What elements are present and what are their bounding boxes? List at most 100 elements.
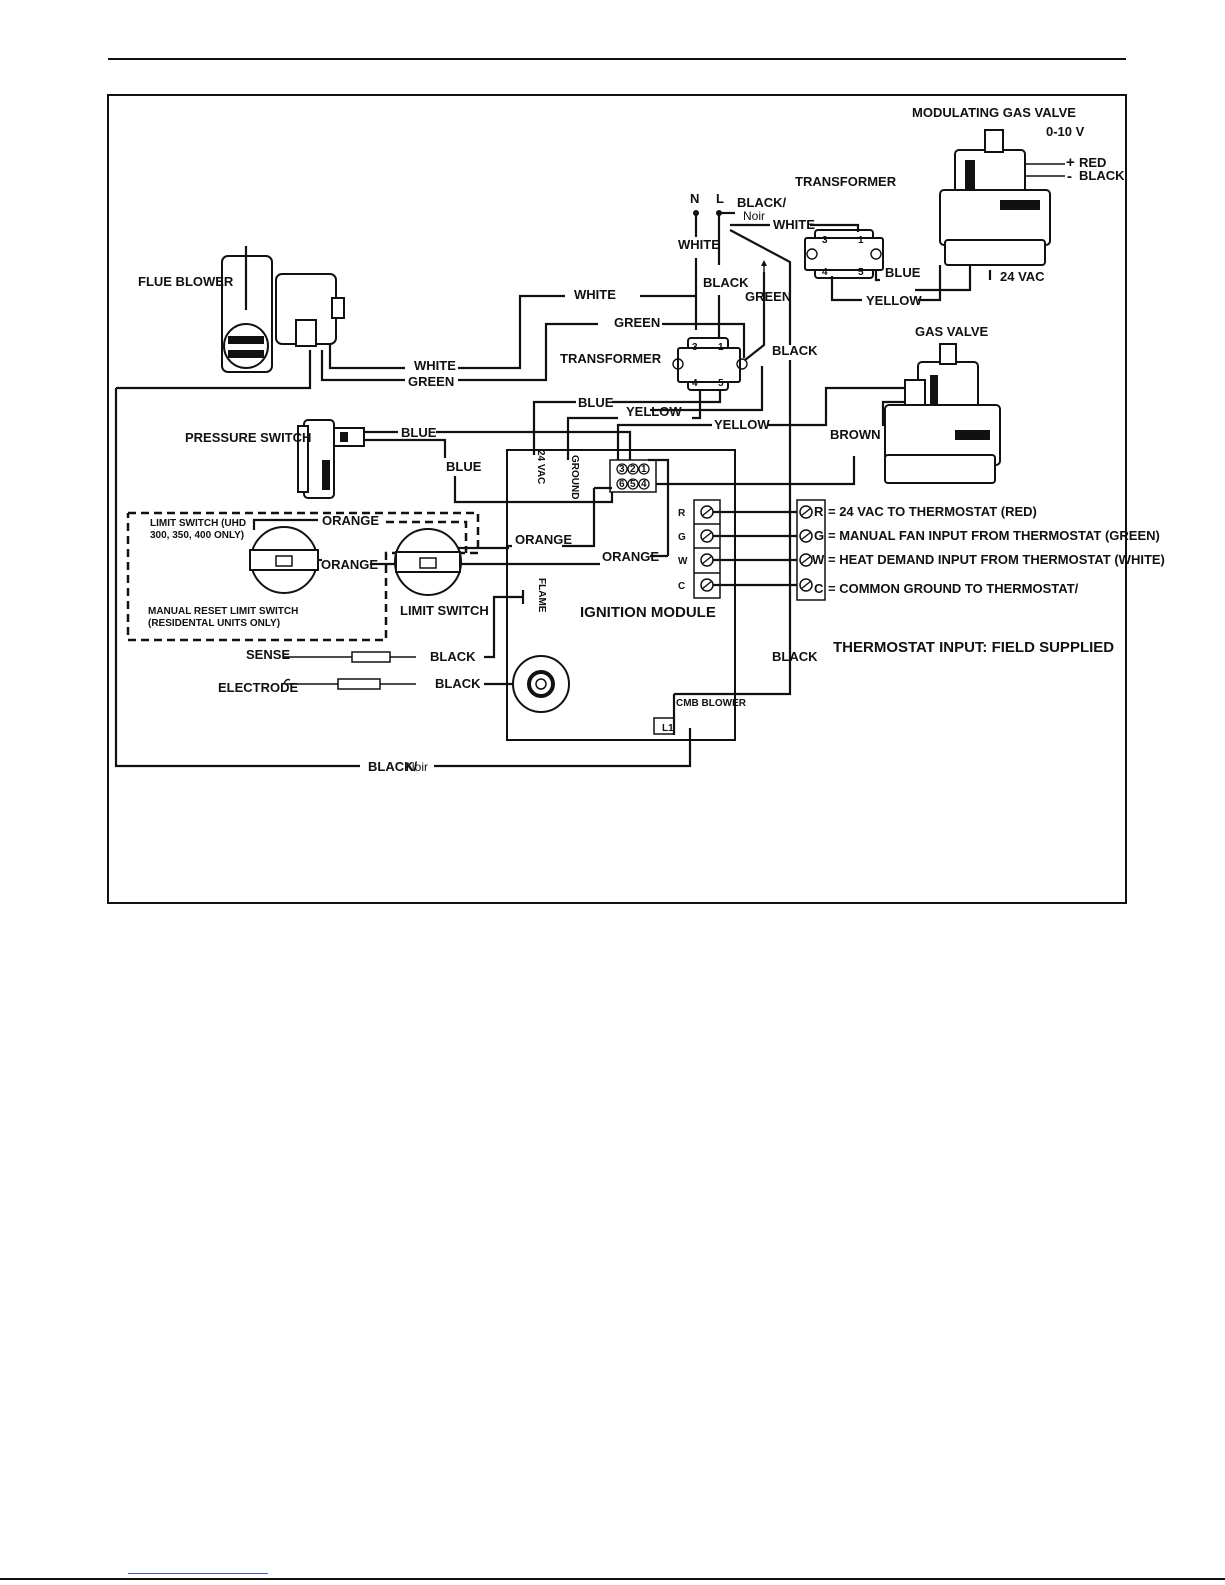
svg-text:W: W (678, 556, 688, 567)
svg-text:6: 6 (619, 479, 625, 490)
blue-ps1-label: BLUE (401, 425, 437, 440)
thermostat-g-desc: = MANUAL FAN INPUT FROM THERMOSTAT (GREE… (828, 528, 1160, 543)
green-blower-label: GREEN (408, 374, 454, 389)
limit-switch-uhd-label-1: LIMIT SWITCH (UHD (150, 518, 246, 529)
orange-3-label: ORANGE (515, 532, 572, 547)
svg-text:4: 4 (692, 378, 698, 389)
black-sense-label: BLACK (430, 649, 476, 664)
green-top-label: GREEN (745, 289, 791, 304)
electrode-label: ELECTRODE (218, 680, 299, 695)
black-wire-label: BLACK (1079, 168, 1125, 183)
ignition-module-box (506, 449, 736, 741)
flame-label: FLAME (536, 578, 547, 613)
flue-blower (221, 246, 345, 373)
module-terminal-strip: R G W C (678, 499, 800, 599)
minus-sign: - (1067, 168, 1072, 185)
blue-tx-label: BLUE (885, 265, 921, 280)
svg-text:G: G (678, 532, 686, 543)
vac-24-vertical-label: 24 VAC (535, 450, 546, 484)
orange-1-label: ORANGE (322, 513, 379, 528)
cmb-blower-label: CMB BLOWER (676, 698, 747, 709)
l1-label: L1 (662, 723, 674, 734)
sense-electrode-wiring (283, 590, 570, 713)
top-wiring (694, 211, 992, 680)
line-label: L (716, 191, 724, 206)
top-transformer: 3 1 4 5 (804, 229, 884, 279)
svg-text:1: 1 (858, 235, 864, 246)
pressure-switch-label: PRESSURE SWITCH (185, 430, 311, 445)
thermostat-c-letter: C (814, 581, 824, 596)
thermostat-g-letter: G (814, 528, 824, 543)
modulating-gas-valve (939, 129, 1065, 266)
svg-text:3: 3 (822, 235, 828, 246)
manual-reset-label-2: (RESIDENTAL UNITS ONLY) (148, 618, 280, 629)
top-transformer-label: TRANSFORMER (795, 174, 897, 189)
svg-text:3: 3 (692, 342, 698, 353)
thermostat-w-desc: = HEAT DEMAND INPUT FROM THERMOSTAT (WHI… (828, 552, 1165, 567)
vac-24-label: 24 VAC (1000, 269, 1045, 284)
limit-switch-label: LIMIT SWITCH (400, 603, 489, 618)
mid-wiring (532, 366, 910, 486)
six-pin-plug: 3 2 1 6 5 4 (562, 458, 670, 558)
svg-text:4: 4 (822, 267, 828, 278)
ignition-module-label: IGNITION MODULE (580, 604, 716, 621)
svg-text:2: 2 (630, 464, 636, 475)
pressure-switch-wiring (364, 430, 632, 504)
svg-text:4: 4 (641, 479, 647, 490)
thermostat-legend: R = 24 VAC TO THERMOSTAT (RED) G = MANUA… (812, 504, 1165, 596)
manual-reset-label-1: MANUAL RESET LIMIT SWITCH (148, 606, 298, 617)
voltage-range-label: 0-10 V (1046, 124, 1085, 139)
svg-text:5: 5 (858, 267, 864, 278)
flue-blower-label: FLUE BLOWER (138, 274, 234, 289)
cmb-blower-terminal (653, 680, 792, 740)
yellow-mid2-label: YELLOW (714, 417, 770, 432)
svg-text:1: 1 (641, 464, 647, 475)
sense-label: SENSE (246, 647, 290, 662)
pressure-switch (297, 419, 365, 499)
svg-text:1: 1 (718, 342, 724, 353)
black-line-label: BLACK (703, 275, 749, 290)
limit-switch-uhd-label-2: 300, 350, 400 ONLY) (150, 530, 244, 541)
neutral-label: N (690, 191, 699, 206)
white-neutral-label: WHITE (678, 237, 720, 252)
orange-2-label: ORANGE (321, 557, 378, 572)
diagram-frame (107, 94, 1127, 904)
svg-text:3: 3 (619, 464, 625, 475)
thermostat-terminal-strip (796, 499, 826, 601)
yellow-mid1-label: YELLOW (626, 404, 682, 419)
thermostat-r-desc: = 24 VAC TO THERMOSTAT (RED) (828, 504, 1037, 519)
svg-text:5: 5 (718, 378, 724, 389)
noir-bottom-label: Noir (406, 760, 428, 774)
thermostat-r-letter: R (814, 504, 824, 519)
orange-4-label: ORANGE (602, 549, 659, 564)
modulating-gas-valve-label: MODULATING GAS VALVE (912, 105, 1076, 120)
svg-text:5: 5 (630, 479, 636, 490)
ground-vertical-label: GROUND (569, 455, 580, 499)
blue-mid-label: BLUE (578, 395, 614, 410)
limit-switch-area (126, 511, 600, 642)
gas-valve (884, 343, 1001, 484)
blower-wiring (114, 294, 746, 768)
white-top-label: WHITE (773, 217, 815, 232)
thermostat-w-letter: W (812, 552, 825, 567)
yellow-tx-label: YELLOW (866, 293, 922, 308)
svg-text:R: R (678, 508, 686, 519)
green-blower-top-label: GREEN (614, 315, 660, 330)
footer-rule (0, 1578, 1225, 1580)
thermostat-c-desc: = COMMON GROUND TO THERMOSTAT/ (828, 581, 1079, 596)
black-noir-bottom-label: BLACK/ (368, 759, 417, 774)
gas-valve-label: GAS VALVE (915, 324, 989, 339)
black-cmb-label: BLACK (772, 649, 818, 664)
blue-ps2-label: BLUE (446, 459, 482, 474)
black-noir-top-label: BLACK/ (737, 195, 786, 210)
black-electrode-label: BLACK (435, 676, 481, 691)
red-wire-label: RED (1079, 155, 1106, 170)
mid-transformer-label: TRANSFORMER (560, 351, 662, 366)
mid-transformer: 3 1 4 5 (672, 337, 748, 391)
white-blower-top-label: WHITE (574, 287, 616, 302)
black-right-label: BLACK (772, 343, 818, 358)
header-rule (108, 58, 1126, 60)
plus-sign: + (1066, 154, 1075, 171)
